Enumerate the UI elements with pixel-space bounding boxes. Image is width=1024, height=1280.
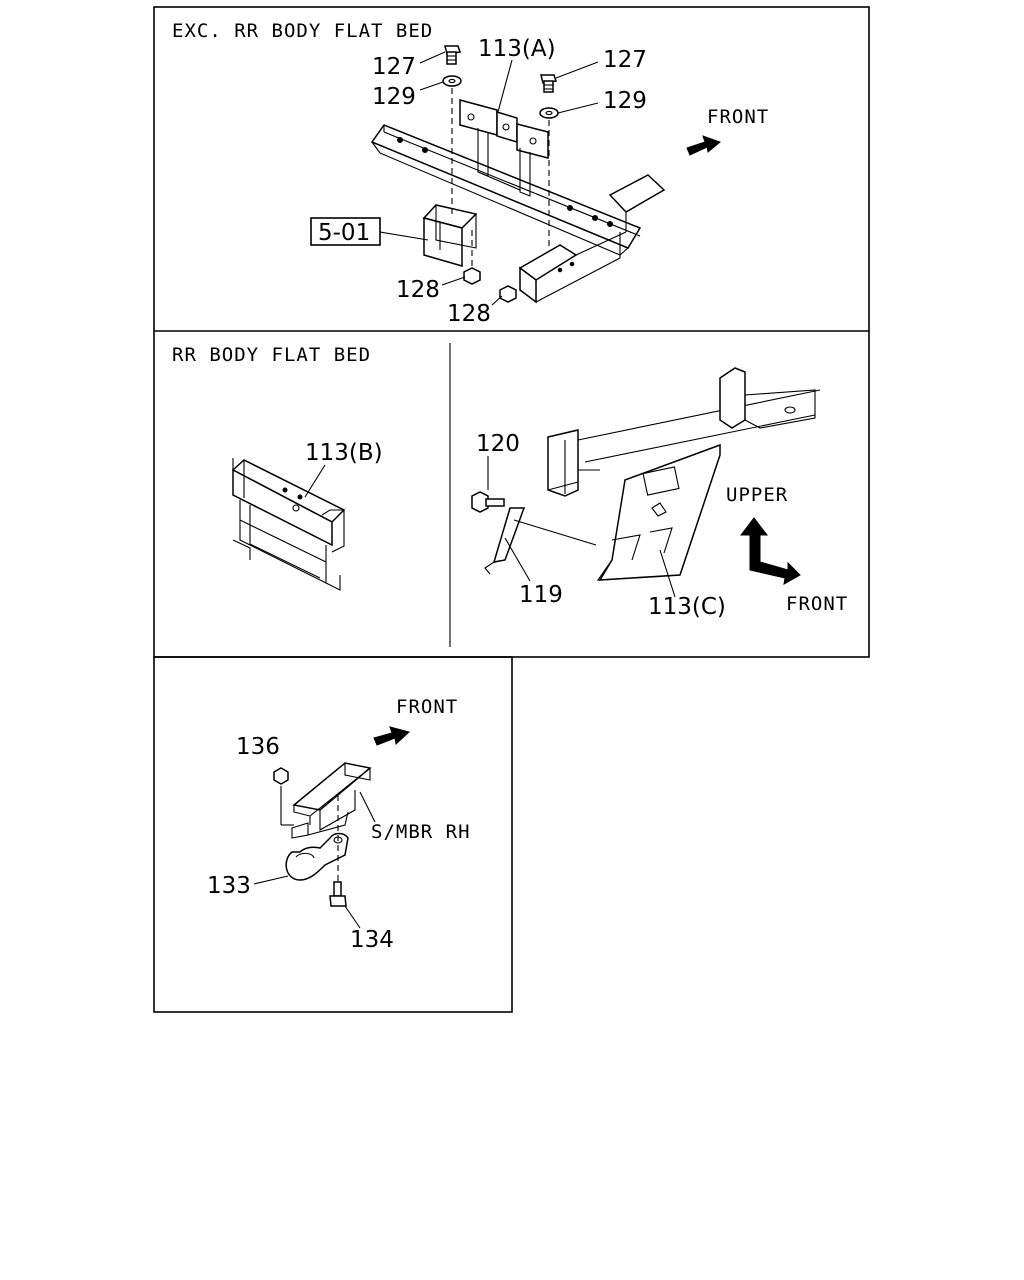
bracket-113b bbox=[231, 458, 346, 591]
label-127-right: 127 bbox=[603, 47, 647, 73]
front-label-mid: FRONT bbox=[786, 593, 848, 615]
nut-128-right bbox=[499, 285, 517, 303]
panel-mid-right: 120 119 113(C) UPPER FRONT bbox=[471, 367, 848, 620]
label-129-left: 129 bbox=[372, 84, 416, 110]
bolt-134 bbox=[329, 881, 347, 907]
label-128-right: 128 bbox=[447, 301, 491, 327]
label-120: 120 bbox=[476, 431, 520, 457]
panel-top: EXC. RR BODY FLAT BED bbox=[172, 20, 769, 327]
label-5-01: 5-01 bbox=[318, 220, 370, 246]
front-arrow-icon bbox=[686, 135, 721, 156]
front-label-bottom: FRONT bbox=[396, 696, 458, 718]
nut-128-left bbox=[463, 267, 481, 285]
label-136: 136 bbox=[236, 734, 280, 760]
label-134: 134 bbox=[350, 927, 394, 953]
upper-front-arrow-icon bbox=[739, 517, 801, 585]
side-member-right bbox=[518, 174, 666, 304]
panel-frames bbox=[153, 6, 870, 1013]
side-member-rh bbox=[291, 762, 372, 839]
front-arrow-bottom-icon bbox=[373, 726, 411, 746]
ref-box-5-01 bbox=[310, 217, 381, 246]
washer-129-right bbox=[539, 107, 559, 119]
upper-label: UPPER bbox=[726, 484, 788, 506]
cross-member bbox=[547, 367, 821, 497]
label-113a: 113(A) bbox=[478, 36, 556, 62]
bracket-113c bbox=[596, 443, 721, 581]
bolt-120 bbox=[471, 491, 505, 513]
label-113b: 113(B) bbox=[305, 440, 383, 466]
label-113c: 113(C) bbox=[648, 594, 726, 620]
label-129-right: 129 bbox=[603, 88, 647, 114]
bolt-127-right bbox=[540, 74, 557, 93]
label-127-left: 127 bbox=[372, 54, 416, 80]
label-128-left: 128 bbox=[396, 277, 440, 303]
label-133: 133 bbox=[207, 873, 251, 899]
panel-mid-left: RR BODY FLAT BED 113(B) bbox=[172, 344, 383, 591]
label-smbr-rh: S/MBR RH bbox=[371, 821, 471, 843]
bracket-113a bbox=[459, 99, 549, 197]
plate-119 bbox=[484, 507, 597, 575]
front-label-top: FRONT bbox=[707, 106, 769, 128]
bolt-127-left bbox=[444, 45, 461, 65]
nut-136 bbox=[273, 767, 289, 785]
label-119: 119 bbox=[519, 582, 563, 608]
panel-top-title: EXC. RR BODY FLAT BED bbox=[172, 20, 433, 42]
panel-bottom: FRONT 136 bbox=[207, 696, 471, 953]
side-member-left bbox=[422, 204, 478, 267]
cross-rail bbox=[370, 124, 642, 256]
hook-133 bbox=[285, 832, 349, 881]
panel-mid-left-title: RR BODY FLAT BED bbox=[172, 344, 371, 366]
washer-129-left bbox=[442, 75, 462, 87]
